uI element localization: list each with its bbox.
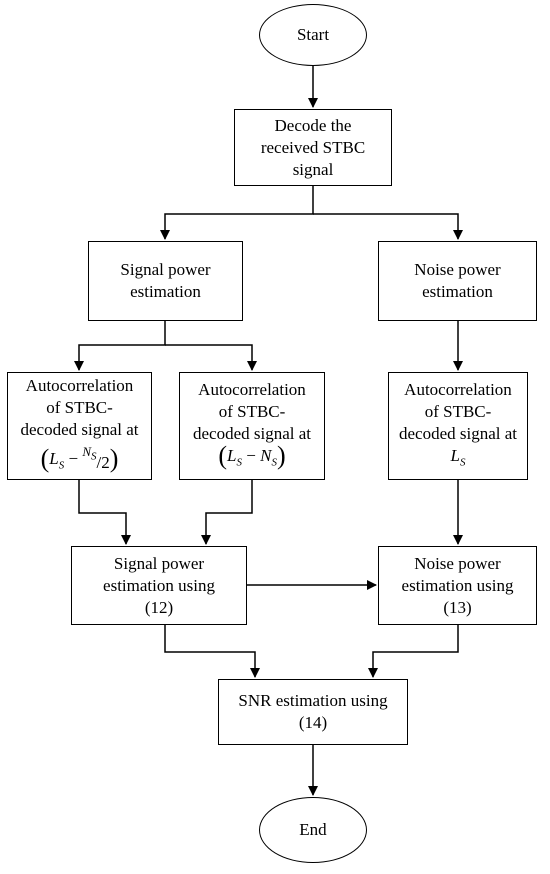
noise-power-estimation-using-box: Noise power estimation using (13) <box>378 546 537 625</box>
autocorr-3-expression: LS <box>450 445 466 469</box>
signal-power-estimation-using-box: Signal power estimation using (12) <box>71 546 247 625</box>
autocorrelation-box-2: Autocorrelation of STBC- decoded signal … <box>179 372 325 480</box>
autocorr-3-line-3: decoded signal at <box>398 423 517 443</box>
autocorr-2-line-3: decoded signal at <box>192 423 311 443</box>
noise-power-line-2: estimation <box>422 282 493 301</box>
autocorr-1-line-3: decoded signal at <box>20 420 139 440</box>
autocorr-1-line-1: Autocorrelation <box>25 376 134 396</box>
arrow-decode-to-signal-power <box>160 186 314 240</box>
snr-line-2: (14) <box>298 713 328 732</box>
autocorr-1-line-2: of STBC- <box>46 398 113 418</box>
signal-power-estimation-box: Signal power estimation <box>88 241 243 321</box>
decode-line-2: received STBC <box>260 137 366 157</box>
autocorrelation-box-1: Autocorrelation of STBC- decoded signal … <box>7 372 152 480</box>
noise-using-line-1: Noise power <box>414 553 501 573</box>
arrow-autocorr-1-to-signal-using <box>78 480 131 545</box>
arrow-autocorr-2-to-signal-using <box>201 480 253 545</box>
noise-using-line-3: (13) <box>443 597 472 617</box>
autocorr-3-line-2: of STBC- <box>424 401 492 421</box>
signal-using-line-3: (12) <box>144 597 174 617</box>
signal-using-line-2: estimation using <box>103 575 215 595</box>
start-label: Start <box>296 25 330 44</box>
start-terminal: Start <box>259 4 367 66</box>
end-terminal: End <box>259 797 367 863</box>
arrow-signal-power-to-autocorr-1 <box>74 321 166 371</box>
noise-power-estimation-box: Noise power estimation <box>378 241 537 321</box>
noise-power-line-1: Noise power <box>414 260 501 279</box>
autocorr-2-expression: (LS − NS) <box>218 440 286 470</box>
autocorr-1-expression: (LS − NS/2) <box>40 444 119 474</box>
arrow-noise-using-to-snr <box>368 625 459 678</box>
decode-line-1: Decode the <box>274 115 352 135</box>
autocorr-2-line-2: of STBC- <box>218 401 286 421</box>
signal-power-line-2: estimation <box>130 282 201 301</box>
arrow-signal-using-to-snr <box>164 625 260 678</box>
end-label: End <box>299 820 327 839</box>
decode-stbc-box: Decode the received STBC signal <box>234 109 392 186</box>
decode-line-3: signal <box>292 159 334 179</box>
autocorrelation-box-3: Autocorrelation of STBC- decoded signal … <box>388 372 528 480</box>
snr-estimation-box: SNR estimation using (14) <box>218 679 408 745</box>
signal-power-line-1: Signal power <box>120 260 211 279</box>
arrow-signal-power-to-autocorr-2 <box>165 344 257 371</box>
snr-line-1: SNR estimation using <box>238 691 388 710</box>
arrow-decode-to-noise-power <box>313 213 463 240</box>
autocorr-3-line-1: Autocorrelation <box>404 379 512 399</box>
noise-using-line-2: estimation using <box>401 575 514 595</box>
autocorr-2-line-1: Autocorrelation <box>198 379 306 399</box>
signal-using-line-1: Signal power <box>113 553 205 573</box>
